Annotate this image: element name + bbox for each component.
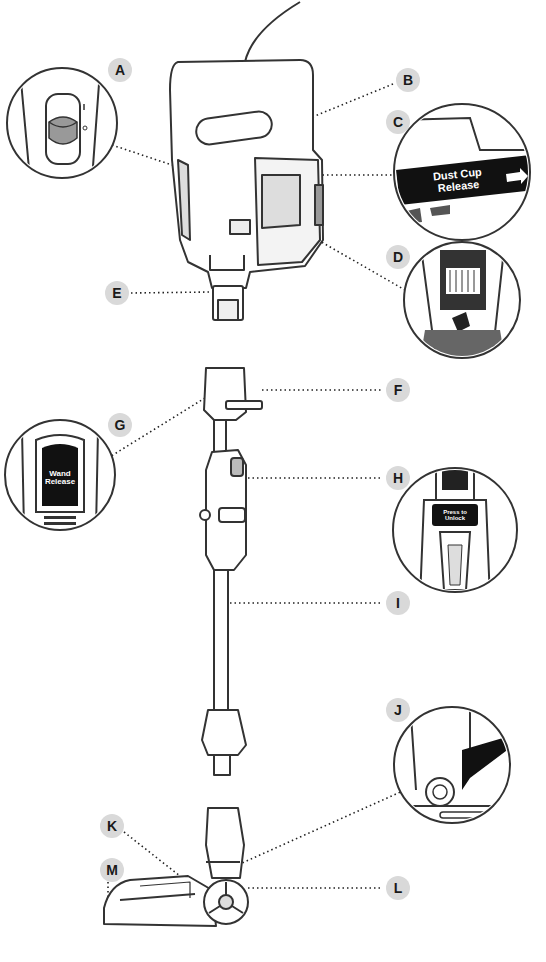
- inset-circle: [7, 68, 117, 178]
- callout-letter: G: [108, 413, 132, 437]
- control-label: Wand Release: [43, 470, 77, 487]
- callout-letter: L: [386, 876, 410, 900]
- control-label: Press to Unlock: [433, 509, 477, 522]
- switch-detail: [20, 70, 100, 180]
- floor-nozzle: [104, 808, 248, 926]
- callout-letter: E: [105, 281, 129, 305]
- nozzle-joint-detail: [395, 700, 510, 830]
- callout-letter: A: [108, 58, 132, 82]
- callout-letter: B: [396, 68, 420, 92]
- callout-letter: I: [386, 591, 410, 615]
- unlock-detail: [420, 460, 490, 600]
- wand-release-detail: [22, 430, 98, 530]
- handheld-unit: [170, 2, 323, 320]
- callout-letter: J: [386, 698, 410, 722]
- callout-letter: M: [100, 858, 124, 882]
- storage-clip-detail: [420, 240, 505, 360]
- callout-letter: D: [386, 245, 410, 269]
- callout-letter: H: [386, 466, 410, 490]
- callout-letter: C: [386, 110, 410, 134]
- dust-cup-release-detail: [394, 118, 540, 224]
- callout-circles: [100, 58, 420, 900]
- leader-lines: [108, 84, 405, 904]
- wand: [200, 368, 262, 775]
- callout-letter: K: [100, 814, 124, 838]
- inset-circle: [5, 420, 115, 530]
- callout-letter: F: [386, 378, 410, 402]
